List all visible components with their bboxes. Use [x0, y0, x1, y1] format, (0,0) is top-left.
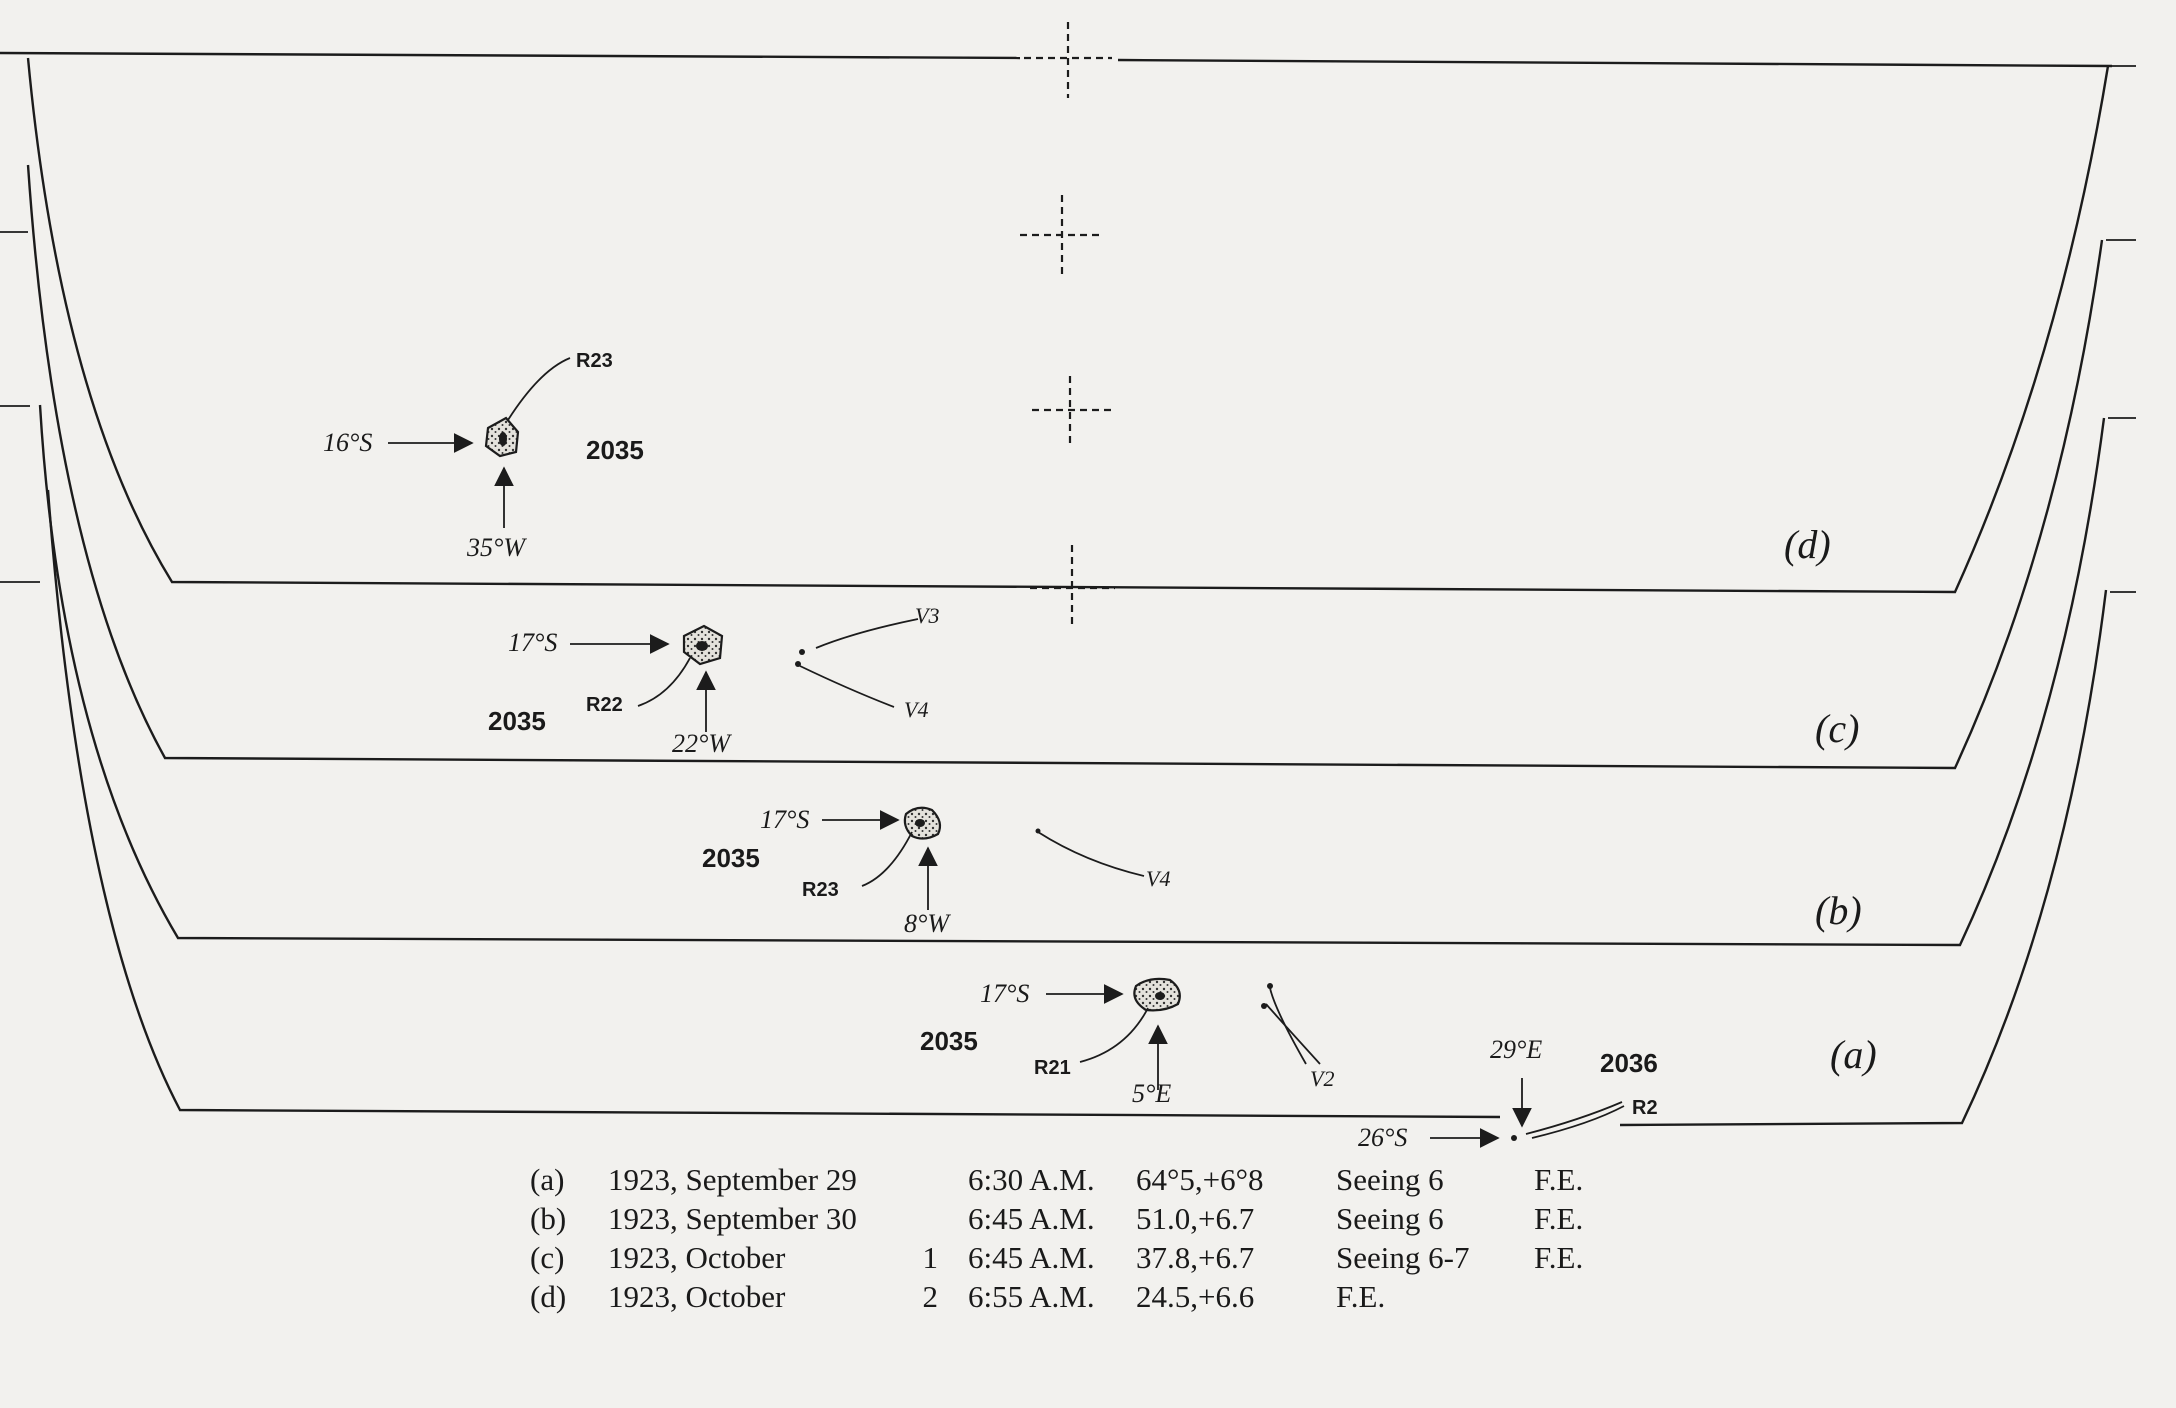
caption-position: 64°5,+6°8 — [1136, 1162, 1264, 1197]
spot-2036-lon-label: 29°E — [1490, 1035, 1542, 1064]
panel-c-id: (c) — [1815, 706, 1859, 751]
panel-a-marker-v2: V2 — [1310, 1066, 1334, 1091]
panel-d-spot-group: R23 16°S 35°W 2035 (d) — [323, 350, 1831, 567]
panel-c-marker-v3: V3 — [915, 603, 939, 628]
caption-seeing: Seeing 6 — [1336, 1162, 1444, 1197]
caption-time: 6:55 A.M. — [968, 1279, 1095, 1314]
caption-row-c: (c) 1923, October 1 6:45 A.M. 37.8,+6.7 … — [530, 1238, 1583, 1277]
caption-time: 6:45 A.M. — [968, 1201, 1095, 1236]
center-crosshairs — [1020, 22, 1115, 625]
caption-position: 37.8,+6.7 — [1136, 1240, 1255, 1275]
panel-c-lat-label: 17°S — [508, 628, 557, 657]
panel-a-id: (a) — [1830, 1032, 1877, 1077]
panel-b-id: (b) — [1815, 888, 1862, 933]
spot-2036-number: 2036 — [1600, 1048, 1658, 1078]
panel-c-spot-group: V3 V4 R22 17°S 22°W 2035 (c) — [488, 603, 1859, 758]
caption-date: 1923, September 29 — [608, 1162, 857, 1197]
caption-date: 1923, October — [608, 1279, 786, 1314]
panel-a-spot-group: V2 R21 17°S 5°E 2035 (a) — [920, 977, 1877, 1108]
caption-id: (d) — [530, 1279, 567, 1314]
panel-a-lat-label: 17°S — [980, 979, 1029, 1008]
panel-b-marker-v4: V4 — [1146, 866, 1170, 891]
spot-2036-lat-label: 26°S — [1358, 1123, 1407, 1152]
panel-b-spot-number: 2035 — [702, 843, 760, 873]
panel-b-lon-label: 8°W — [904, 909, 951, 938]
panel-c-spot-number: 2035 — [488, 706, 546, 736]
panel-a-ref-label: R21 — [1034, 1057, 1071, 1079]
panel-b-outline — [38, 404, 2106, 947]
caption-seeing: Seeing 6 — [1336, 1201, 1444, 1236]
panel-d-id: (d) — [1784, 522, 1831, 567]
caption-observer: F.E. — [1534, 1201, 1584, 1236]
panel-d-spot-number: 2035 — [586, 435, 644, 465]
panel-a-outline — [46, 489, 2108, 1127]
caption-observer: F.E. — [1534, 1240, 1584, 1275]
panel-d-lat-label: 16°S — [323, 428, 372, 457]
panel-b-lat-label: 17°S — [760, 805, 809, 834]
panel-c-ref-label: R22 — [586, 694, 623, 716]
caption-row-a: (a) 1923, September 29 6:30 A.M. 64°5,+6… — [530, 1160, 1583, 1199]
caption-row-d: (d) 1923, October 2 6:55 A.M. 24.5,+6.6 … — [530, 1277, 1583, 1316]
caption-day — [896, 1160, 938, 1199]
panel-c-marker-v4: V4 — [904, 697, 928, 722]
panel-b-ref-label: R23 — [802, 879, 839, 901]
caption-id: (c) — [530, 1240, 565, 1275]
caption-position: 51.0,+6.7 — [1136, 1201, 1255, 1236]
caption-seeing: Seeing 6-7 — [1336, 1240, 1470, 1275]
panel-d-outline — [0, 51, 2136, 594]
panel-c-outline — [26, 164, 2104, 770]
panel-a-spot-2036-group: 26°S 29°E 2036 R2 — [1358, 1035, 1658, 1152]
spot-2036-ref-label: R2 — [1632, 1097, 1658, 1119]
caption-day — [896, 1199, 938, 1238]
caption-date: 1923, September 30 — [608, 1201, 857, 1236]
caption-date: 1923, October — [608, 1240, 786, 1275]
caption-day: 2 — [922, 1279, 939, 1314]
panel-d-lon-label: 35°W — [466, 533, 527, 562]
panel-d-ref-label: R23 — [576, 350, 613, 372]
panel-a-spot-number: 2035 — [920, 1026, 978, 1056]
caption-observer: F.E. — [1336, 1279, 1386, 1314]
caption-time: 6:45 A.M. — [968, 1240, 1095, 1275]
panel-c-lon-label: 22°W — [672, 729, 732, 758]
caption-id: (a) — [530, 1162, 565, 1197]
caption-id: (b) — [530, 1201, 567, 1236]
caption-observer: F.E. — [1534, 1162, 1584, 1197]
panel-b-spot-group: V4 R23 17°S 8°W 2035 (b) — [702, 805, 1862, 938]
caption-row-b: (b) 1923, September 30 6:45 A.M. 51.0,+6… — [530, 1199, 1583, 1238]
figure-caption: (a) 1923, September 29 6:30 A.M. 64°5,+6… — [530, 1160, 1583, 1316]
caption-day: 1 — [922, 1240, 939, 1275]
caption-time: 6:30 A.M. — [968, 1162, 1095, 1197]
caption-position: 24.5,+6.6 — [1136, 1279, 1255, 1314]
panel-a-lon-label: 5°E — [1132, 1079, 1171, 1108]
